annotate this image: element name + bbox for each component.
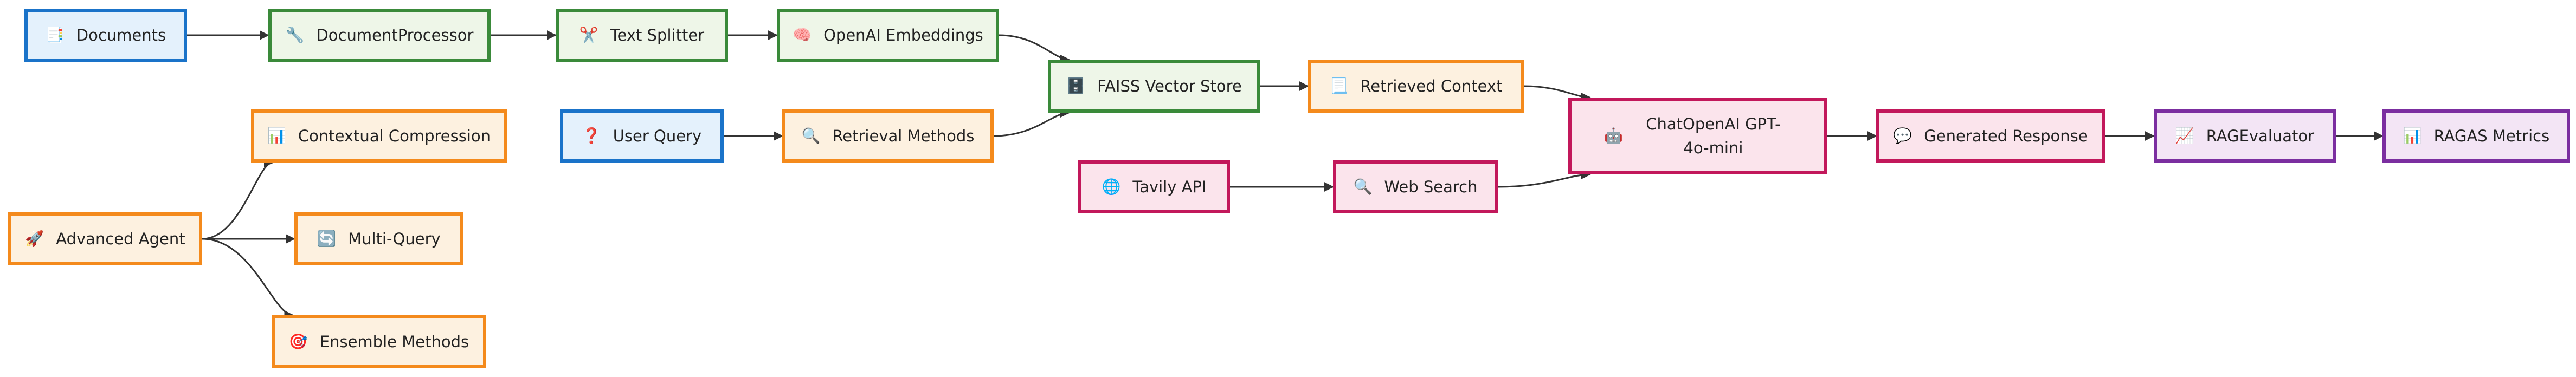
node-label: User Query	[613, 127, 702, 145]
node-label: Tavily API	[1132, 178, 1207, 196]
node-advanced-agent: 🚀 Advanced Agent	[8, 212, 202, 265]
page-icon: 📃	[1329, 77, 1349, 95]
node-document-processor: 🔧 DocumentProcessor	[268, 9, 491, 62]
robot-icon: 🤖	[1604, 127, 1623, 145]
edge-advanced-agent-to-ensemble-methods	[202, 238, 294, 320]
node-faiss-vector-store: 🗄️ FAISS Vector Store	[1048, 60, 1260, 113]
node-label: Retrieved Context	[1360, 77, 1503, 95]
node-label: OpenAI Embeddings	[823, 26, 983, 44]
node-web-search: 🔍 Web Search	[1333, 160, 1498, 213]
node-rag-evaluator: 📈 RAGEvaluator	[2154, 109, 2336, 162]
node-generated-response: 💬 Generated Response	[1876, 109, 2105, 162]
edge-advanced-agent-to-contextual-compression	[202, 158, 274, 240]
scissors-icon: ✂️	[579, 26, 598, 44]
node-label: Multi-Query	[348, 230, 441, 248]
node-user-query: ❓ User Query	[560, 109, 724, 162]
edge-openai-embeddings-to-faiss-vector-store	[999, 34, 1070, 64]
wrench-icon: 🔧	[285, 26, 305, 44]
node-retrieved-context: 📃 Retrieved Context	[1308, 60, 1524, 113]
file-cabinet-icon: 🗄️	[1066, 77, 1086, 95]
speech-bubble-icon: 💬	[1893, 127, 1912, 145]
node-tavily-api: 🌐 Tavily API	[1078, 160, 1230, 213]
node-documents: 📑 Documents	[24, 9, 187, 62]
edge-web-search-to-chatopenai	[1497, 170, 1591, 188]
bar-chart-icon: 📊	[2403, 127, 2422, 145]
node-label: RAGAS Metrics	[2433, 127, 2550, 145]
rocket-icon: 🚀	[25, 230, 44, 248]
trend-chart-icon: 📈	[2175, 127, 2194, 145]
edge-retrieved-context-to-chatopenai	[1523, 85, 1591, 102]
node-label: RAGEvaluator	[2206, 127, 2315, 145]
node-label: Retrieval Methods	[832, 127, 975, 145]
refresh-icon: 🔄	[317, 230, 337, 248]
node-ragas-metrics: 📊 RAGAS Metrics	[2382, 109, 2570, 162]
node-label: Text Splitter	[610, 26, 705, 44]
target-icon: 🎯	[288, 333, 308, 350]
magnifier-icon: 🔍	[801, 127, 821, 145]
question-mark-icon: ❓	[582, 127, 601, 145]
node-openai-embeddings: 🧠 OpenAI Embeddings	[777, 9, 999, 62]
node-label: Generated Response	[1924, 127, 2088, 145]
node-chatopenai: 🤖 ChatOpenAI GPT-4o-mini	[1568, 98, 1827, 174]
bar-chart-icon: 📊	[267, 127, 286, 145]
node-label: Contextual Compression	[298, 127, 491, 145]
node-text-splitter: ✂️ Text Splitter	[556, 9, 728, 62]
node-multi-query: 🔄 Multi-Query	[294, 212, 463, 265]
node-label: ChatOpenAI GPT-4o-mini	[1646, 115, 1781, 157]
brain-icon: 🧠	[793, 26, 812, 44]
edge-retrieval-methods-to-faiss-vector-store	[993, 108, 1070, 137]
node-retrieval-methods: 🔍 Retrieval Methods	[782, 109, 994, 162]
node-label: Ensemble Methods	[319, 333, 469, 351]
globe-icon: 🌐	[1102, 178, 1121, 196]
node-contextual-compression: 📊 Contextual Compression	[251, 109, 507, 162]
magnifier-icon: 🔍	[1353, 178, 1373, 196]
node-ensemble-methods: 🎯 Ensemble Methods	[272, 315, 486, 368]
node-label: Advanced Agent	[56, 230, 185, 248]
node-label: Web Search	[1384, 178, 1478, 196]
node-label: FAISS Vector Store	[1097, 77, 1242, 95]
bookmark-tabs-icon: 📑	[45, 26, 65, 44]
node-label: Documents	[76, 26, 166, 44]
node-label: DocumentProcessor	[316, 26, 474, 44]
